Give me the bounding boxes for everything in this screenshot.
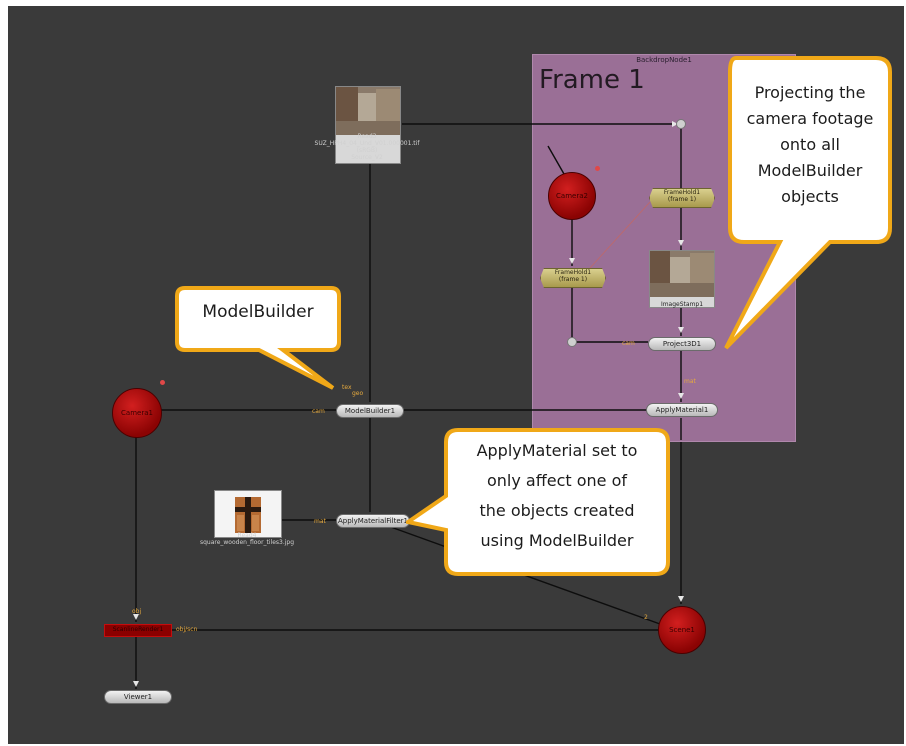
wood-tile-thumbnail-icon — [215, 491, 281, 537]
pin-tex: tex — [342, 384, 352, 391]
read4-name: Read4 — [237, 532, 257, 539]
callout-applymaterial-line-2: only affect one of — [486, 471, 628, 490]
callout-projecting-line-5: objects — [781, 187, 839, 206]
backdrop-label: Frame 1 — [539, 65, 645, 95]
pin-mat-filter: mat — [314, 518, 326, 525]
pin-geo: geo — [352, 390, 364, 397]
callout-modelbuilder-bubble — [175, 286, 341, 390]
callout-projecting-line-2: camera footage — [746, 109, 874, 128]
camera2-label: Camera2 — [556, 192, 588, 200]
callout-applymaterial-line-3: the objects created — [479, 501, 635, 520]
callout-modelbuilder-text: ModelBuilder — [202, 302, 314, 322]
read3-name: Read3 — [357, 133, 377, 140]
read3-node[interactable] — [335, 86, 401, 164]
callout-applymaterial-text: ApplyMaterial set to only affect one of … — [448, 436, 666, 556]
read3-layer: Source_V2 — [351, 154, 383, 161]
callout-applymaterial-line-1: ApplyMaterial set to — [476, 441, 638, 460]
modelbuilder-node[interactable]: ModelBuilder1 — [336, 404, 404, 418]
project3d-label: Project3D1 — [662, 340, 702, 348]
scanlinerender-label: ScanlineRender1 — [112, 626, 164, 633]
viewer1-label: Viewer1 — [123, 693, 153, 701]
modelbuilder-label: ModelBuilder1 — [344, 407, 396, 415]
read3-format: (sRGB) — [356, 147, 378, 154]
framehold-right-node[interactable]: FrameHold1 (frame 1) — [649, 188, 715, 208]
camera1-node[interactable]: Camera1 — [112, 388, 162, 438]
dot-node-left[interactable] — [567, 337, 577, 347]
footage-thumbnail-icon — [336, 87, 400, 135]
scene1-node[interactable]: Scene1 — [658, 606, 706, 654]
callout-projecting-line-1: Projecting the — [754, 83, 866, 102]
pin-cam-project: cam — [622, 340, 635, 347]
scanlinerender-node[interactable]: ScanlineRender1 — [104, 624, 172, 637]
framehold-right-sub: (frame 1) — [667, 196, 697, 203]
applymaterial-label: ApplyMaterial1 — [655, 406, 709, 414]
read3-label: Read3 SUZ_HPH4_04_Und_V01.000001.tif (sR… — [292, 133, 442, 161]
framehold-left-node[interactable]: FrameHold1 (frame 1) — [540, 268, 606, 288]
read4-label: Read4 square_wooden_floor_tiles3.jpg — [182, 532, 312, 546]
callout-projecting-text: Projecting the camera footage onto all M… — [732, 80, 888, 210]
camera2-node[interactable]: Camera2 — [548, 172, 596, 220]
pin-scene-input: 2 — [644, 614, 648, 621]
pin-mat-apply: mat — [684, 378, 696, 385]
framehold-left-name: FrameHold1 — [554, 269, 592, 276]
project3d-node[interactable]: Project3D1 — [648, 337, 716, 351]
camera2-indicator-icon — [595, 166, 600, 171]
callout-projecting-bubble — [724, 56, 892, 350]
pin-cam-model: cam — [312, 408, 325, 415]
applymaterialfilter-node[interactable]: ApplyMaterialFilter1 — [336, 514, 410, 528]
read4-node[interactable] — [214, 490, 282, 538]
dot-node-top[interactable] — [676, 119, 686, 129]
stamp-thumbnail-icon — [650, 251, 714, 297]
pin-obj-scn: obj/scn — [176, 626, 198, 633]
viewer1-node[interactable]: Viewer1 — [104, 690, 172, 704]
scene1-label: Scene1 — [669, 626, 695, 634]
framehold-right-name: FrameHold1 — [663, 189, 701, 196]
camera1-label: Camera1 — [121, 409, 153, 417]
callout-applymaterial-bubble — [406, 428, 670, 576]
framehold-left-sub: (frame 1) — [558, 276, 588, 283]
callout-projecting-line-3: onto all — [780, 135, 840, 154]
imagestamp-label: ImageStamp1 — [660, 301, 704, 308]
camera1-indicator-icon — [160, 380, 165, 385]
read4-file: square_wooden_floor_tiles3.jpg — [199, 539, 295, 546]
backdrop-title: BackdropNode1 — [636, 56, 692, 64]
applymaterial-node[interactable]: ApplyMaterial1 — [646, 403, 718, 417]
read3-file: SUZ_HPH4_04_Und_V01.000001.tif — [314, 140, 420, 147]
imagestamp-node[interactable]: ImageStamp1 — [649, 250, 715, 308]
callout-applymaterial-line-4: using ModelBuilder — [480, 531, 634, 550]
node-graph-canvas[interactable]: BackdropNode1 Frame 1 — [8, 6, 904, 744]
pin-obj: obj — [132, 608, 142, 615]
callout-projecting-line-4: ModelBuilder — [757, 161, 863, 180]
applymaterialfilter-label: ApplyMaterialFilter1 — [338, 517, 408, 525]
